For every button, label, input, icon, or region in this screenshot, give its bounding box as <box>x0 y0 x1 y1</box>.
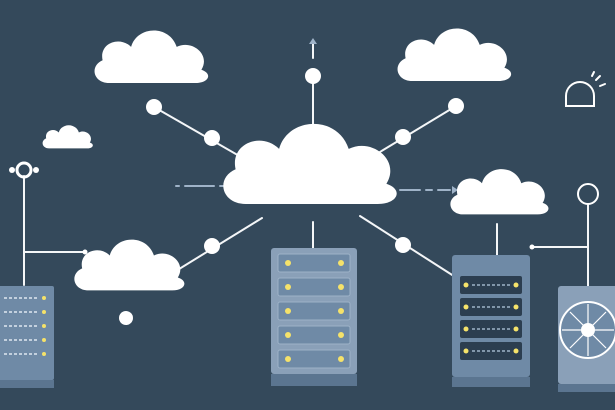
server-rack-center <box>271 248 357 386</box>
cloud-icon <box>42 125 93 149</box>
cloud-icon <box>223 123 397 204</box>
cloud-icon <box>74 239 185 291</box>
hub-node-right <box>577 183 599 205</box>
network-node-icon <box>204 130 220 146</box>
cloud-icon <box>397 28 512 81</box>
arrow-icon <box>309 38 317 44</box>
network-node-icon <box>448 98 464 114</box>
network-node-icon <box>204 238 220 254</box>
network-node-icon <box>119 311 133 325</box>
network-node-icon <box>395 237 411 253</box>
cloud-icon <box>450 169 549 215</box>
network-node-icon <box>146 99 162 115</box>
hub-node-left <box>9 161 39 179</box>
lightbulb-dome-icon <box>565 71 606 107</box>
fan-unit-icon <box>558 286 615 392</box>
network-node-icon <box>395 129 411 145</box>
network-node-icon <box>305 68 321 84</box>
network-node-icon <box>82 249 88 255</box>
cloud-icon <box>94 30 209 83</box>
link-center-topright <box>369 105 457 159</box>
dashed-arrows <box>175 38 458 194</box>
network-node-icon <box>529 244 535 250</box>
network-nodes <box>82 68 535 325</box>
arrow-icon <box>452 186 458 194</box>
server-rack-left <box>0 286 54 388</box>
server-rack-right <box>452 255 530 387</box>
